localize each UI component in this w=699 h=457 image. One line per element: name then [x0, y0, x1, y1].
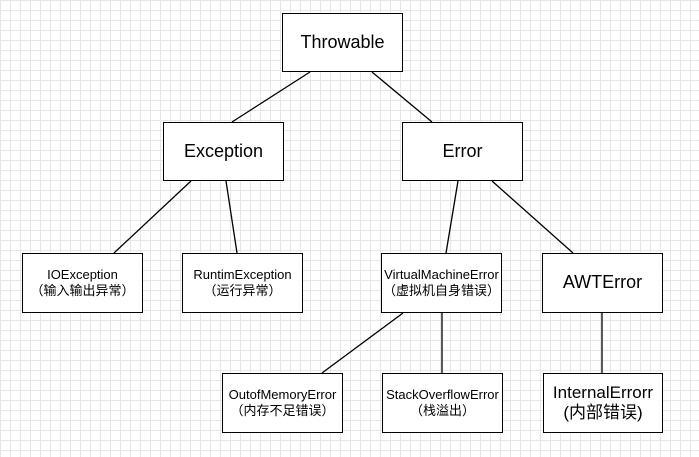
edge-exception-ioexception [113, 180, 192, 254]
node-internalerror-label: InternalErrorr [552, 382, 654, 402]
edge-throwable-error [371, 71, 433, 123]
edge-exception-runtimexception [225, 180, 238, 254]
node-error: Error [402, 122, 523, 181]
edge-throwable-exception [231, 71, 311, 123]
node-outofmemoryerror-note: （内存不足错误） [230, 403, 335, 418]
node-awterror-label: AWTError [562, 272, 643, 293]
node-ioexception: IOException （输入输出异常） [22, 253, 143, 313]
edge-error-virtualmachineerror [445, 180, 459, 254]
node-internalerror-note: (内部错误) [563, 403, 643, 422]
node-throwable-label: Throwable [300, 31, 385, 52]
node-awterror: AWTError [542, 253, 663, 313]
node-virtualmachineerror: VirtualMachineError （虚拟机自身错误） [381, 253, 502, 313]
node-error-label: Error [442, 140, 483, 161]
node-exception-label: Exception [183, 140, 264, 161]
edge-error-awterror [491, 180, 574, 254]
node-runtimexception-note: （运行异常） [203, 283, 282, 298]
node-outofmemoryerror: OutofMemoryError （内存不足错误） [222, 373, 343, 433]
node-virtualmachineerror-note: （虚拟机自身错误） [382, 283, 500, 298]
node-runtimexception: RuntimException （运行异常） [182, 253, 303, 313]
node-stackoverflowerror: StackOverflowError （栈溢出） [382, 373, 503, 433]
node-throwable: Throwable [282, 13, 403, 72]
node-stackoverflowerror-note: （栈溢出） [409, 403, 475, 418]
node-ioexception-note: （输入输出异常） [30, 283, 135, 298]
node-runtimexception-label: RuntimException [193, 267, 292, 283]
node-exception: Exception [163, 122, 284, 181]
node-stackoverflowerror-label: StackOverflowError [386, 387, 499, 403]
node-ioexception-label: IOException [47, 267, 118, 283]
node-virtualmachineerror-label: VirtualMachineError [384, 267, 499, 283]
node-internalerror: InternalErrorr (内部错误) [543, 373, 663, 433]
edge-vm-outofmemoryerror [321, 312, 404, 374]
node-outofmemoryerror-label: OutofMemoryError [228, 387, 337, 403]
